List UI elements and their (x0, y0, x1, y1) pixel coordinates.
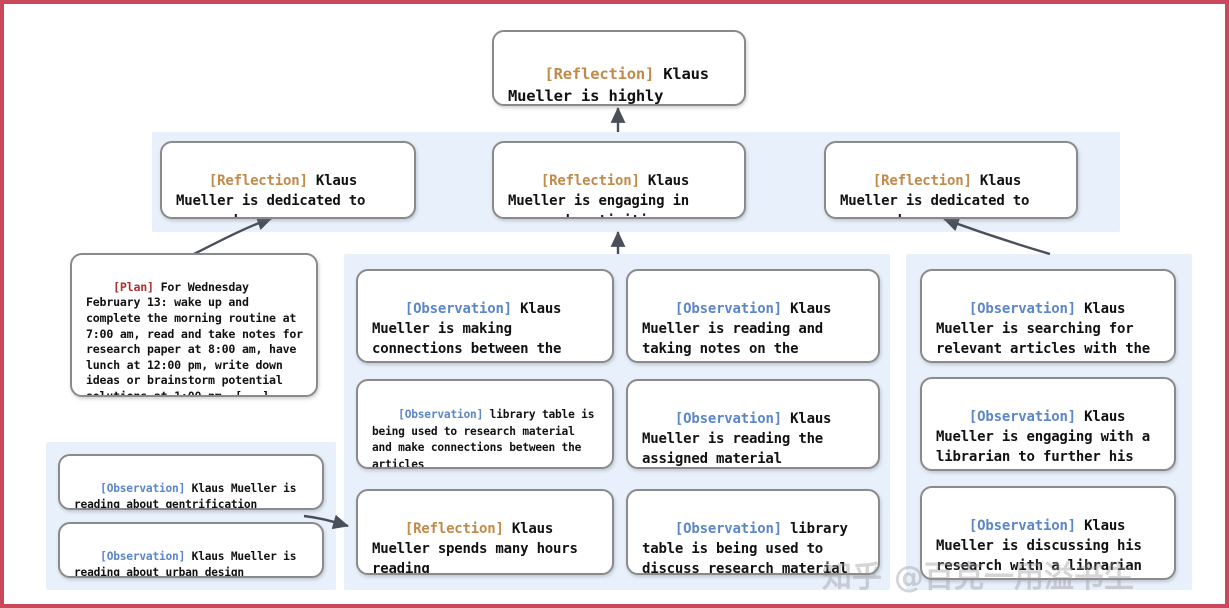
observation-text: Klaus Mueller is reading and taking note… (642, 300, 832, 361)
observation-text: Klaus Mueller is reading the assigned ma… (642, 410, 840, 467)
observation-tag: [Observation] (398, 407, 484, 421)
observation-tag: [Observation] (968, 517, 1076, 534)
observation-node-midleft-1[interactable]: [Observation] Klaus Mueller is making co… (356, 269, 614, 363)
observation-tag: [Observation] (968, 408, 1076, 425)
reflection-tag: [Reflection] (208, 172, 308, 189)
observation-node-right-2[interactable]: [Observation] Klaus Mueller is engaging … (920, 377, 1176, 471)
observation-node-midright-1[interactable]: [Observation] Klaus Mueller is reading a… (626, 269, 880, 363)
root-reflection-text: Klaus Mueller is highly dedicated to res… (508, 65, 709, 105)
reflection-tag: [Reflection] (544, 65, 655, 83)
observation-text: Klaus Mueller is reading about urban des… (74, 550, 303, 578)
reflection-node-left[interactable]: [Reflection] Klaus Mueller is dedicated … (160, 141, 416, 219)
reflection-tag: [Reflection] (540, 172, 640, 189)
observation-node-midleft-2[interactable]: [Observation] library table is being use… (356, 379, 614, 469)
observation-text: Klaus Mueller is searching for relevant … (936, 300, 1150, 361)
plan-text: For Wednesday February 13: wake up and c… (86, 279, 310, 397)
observation-node-right-3[interactable]: [Observation] Klaus Mueller is discussin… (920, 486, 1176, 580)
reflection-text: Klaus Mueller spends many hours reading (372, 520, 586, 575)
observation-text: Klaus Mueller is discussing his research… (936, 517, 1150, 574)
plan-tag: [Plan] (113, 279, 154, 294)
reflection-text: Klaus Mueller is dedicated to research (176, 172, 366, 217)
reflection-node-center[interactable]: [Reflection] Klaus Mueller is engaging i… (492, 141, 746, 219)
observation-tag: [Observation] (404, 300, 512, 317)
root-reflection-node[interactable]: [Reflection] Klaus Mueller is highly ded… (492, 30, 746, 106)
observation-tag: [Observation] (674, 410, 782, 427)
observation-node-left-1[interactable]: [Observation] Klaus Mueller is reading a… (58, 454, 324, 510)
observation-tag: [Observation] (968, 300, 1076, 317)
observation-tag: [Observation] (100, 550, 186, 564)
reflection-node-midleft-3[interactable]: [Reflection] Klaus Mueller spends many h… (356, 489, 614, 575)
observation-text: library table is being used to discuss r… (642, 520, 856, 575)
observation-node-left-2[interactable]: [Observation] Klaus Mueller is reading a… (58, 522, 324, 578)
observation-text: Klaus Mueller is reading about gentrific… (74, 482, 303, 510)
reflection-tag: [Reflection] (404, 520, 504, 537)
observation-text: Klaus Mueller is making connections betw… (372, 300, 562, 361)
reflection-text: Klaus Mueller is engaging in research ac… (508, 172, 690, 217)
observation-node-midright-3[interactable]: [Observation] library table is being use… (626, 489, 880, 575)
observation-text: Klaus Mueller is engaging with a librari… (936, 408, 1150, 469)
observation-tag: [Observation] (100, 482, 186, 496)
observation-node-midright-2[interactable]: [Observation] Klaus Mueller is reading t… (626, 379, 880, 469)
observation-tag: [Observation] (674, 520, 782, 537)
reflection-tag: [Reflection] (872, 172, 972, 189)
observation-text: library table is being used to research … (372, 407, 601, 469)
observation-node-right-1[interactable]: [Observation] Klaus Mueller is searching… (920, 269, 1176, 363)
plan-node[interactable]: [Plan] For Wednesday February 13: wake u… (70, 253, 318, 397)
reflection-text: Klaus Mueller is dedicated to research (840, 172, 1030, 217)
observation-tag: [Observation] (674, 300, 782, 317)
reflection-node-right[interactable]: [Reflection] Klaus Mueller is dedicated … (824, 141, 1078, 219)
